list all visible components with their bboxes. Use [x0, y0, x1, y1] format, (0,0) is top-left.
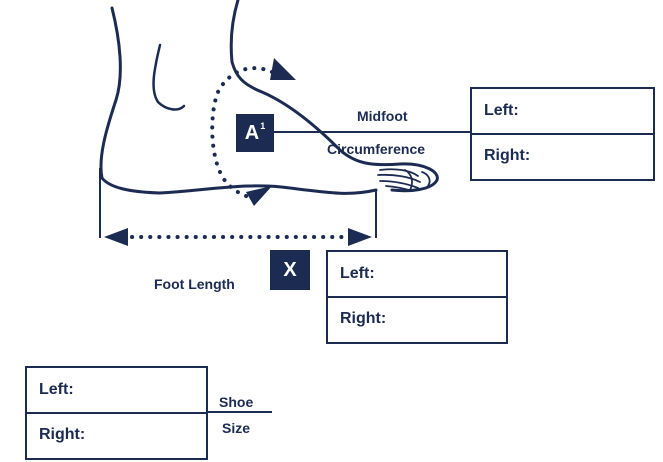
toes [377, 168, 431, 192]
foot-length-right-label: Right: [340, 310, 387, 327]
midfoot-right-label: Right: [484, 147, 531, 164]
midfoot-badge-letter: A [244, 121, 260, 144]
circumference-label: Circumference [327, 141, 426, 157]
circumference-arrow-bottom [246, 186, 272, 206]
midfoot-measurement-box: Left: Right: [470, 87, 655, 181]
shoe-size-right-field[interactable]: Right: [27, 412, 206, 458]
midfoot-right-field[interactable]: Right: [472, 133, 653, 179]
circumference-arrow-top [270, 58, 296, 80]
shoe-size-measurement-box: Left: Right: [25, 366, 208, 460]
foot-length-measurement-box: Left: Right: [326, 250, 508, 344]
foot-length-badge: X [270, 250, 310, 290]
midfoot-circumference-dotted-line [210, 66, 274, 200]
foot-length-right-field[interactable]: Right: [328, 296, 506, 342]
ankle-crease [152, 43, 186, 111]
midfoot-label: Midfoot [357, 108, 408, 124]
shoe-size-left-field[interactable]: Left: [27, 368, 206, 414]
foot-outline-heel [99, 6, 378, 195]
shoe-size-right-label: Right: [39, 426, 86, 443]
shoe-size-left-label: Left: [39, 381, 74, 398]
foot-length-arrow-left [104, 228, 128, 246]
foot-length-left-label: Left: [340, 265, 375, 282]
shoe-label: Shoe [219, 394, 254, 410]
foot-length-badge-letter: X [283, 258, 297, 281]
foot-length-arrow-right [348, 228, 372, 246]
midfoot-left-label: Left: [484, 102, 519, 119]
foot-outline-instep [229, 0, 439, 193]
foot-length-label: Foot Length [154, 276, 235, 292]
foot-length-left-field[interactable]: Left: [328, 252, 506, 298]
midfoot-badge-superscript: 1 [260, 121, 266, 131]
size-label: Size [222, 420, 251, 436]
midfoot-left-field[interactable]: Left: [472, 89, 653, 135]
